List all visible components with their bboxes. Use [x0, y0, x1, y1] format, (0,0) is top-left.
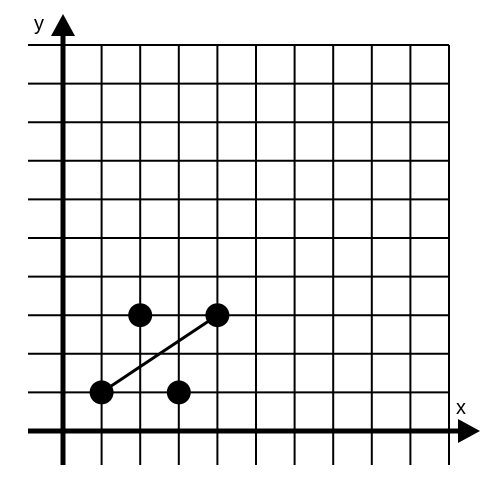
- x-axis-label: x: [456, 397, 466, 419]
- y-axis-label: y: [34, 13, 44, 35]
- plotted-point: [205, 303, 230, 328]
- y-axis-arrowhead: [51, 14, 75, 36]
- segments: [100, 313, 219, 394]
- line-segment: [100, 313, 219, 394]
- plotted-point: [128, 303, 153, 328]
- plotted-point: [89, 380, 114, 405]
- axes: x y: [28, 13, 480, 465]
- x-axis-arrowhead: [458, 419, 480, 443]
- points: [89, 303, 230, 405]
- plotted-point: [166, 380, 191, 405]
- grid: [28, 44, 450, 465]
